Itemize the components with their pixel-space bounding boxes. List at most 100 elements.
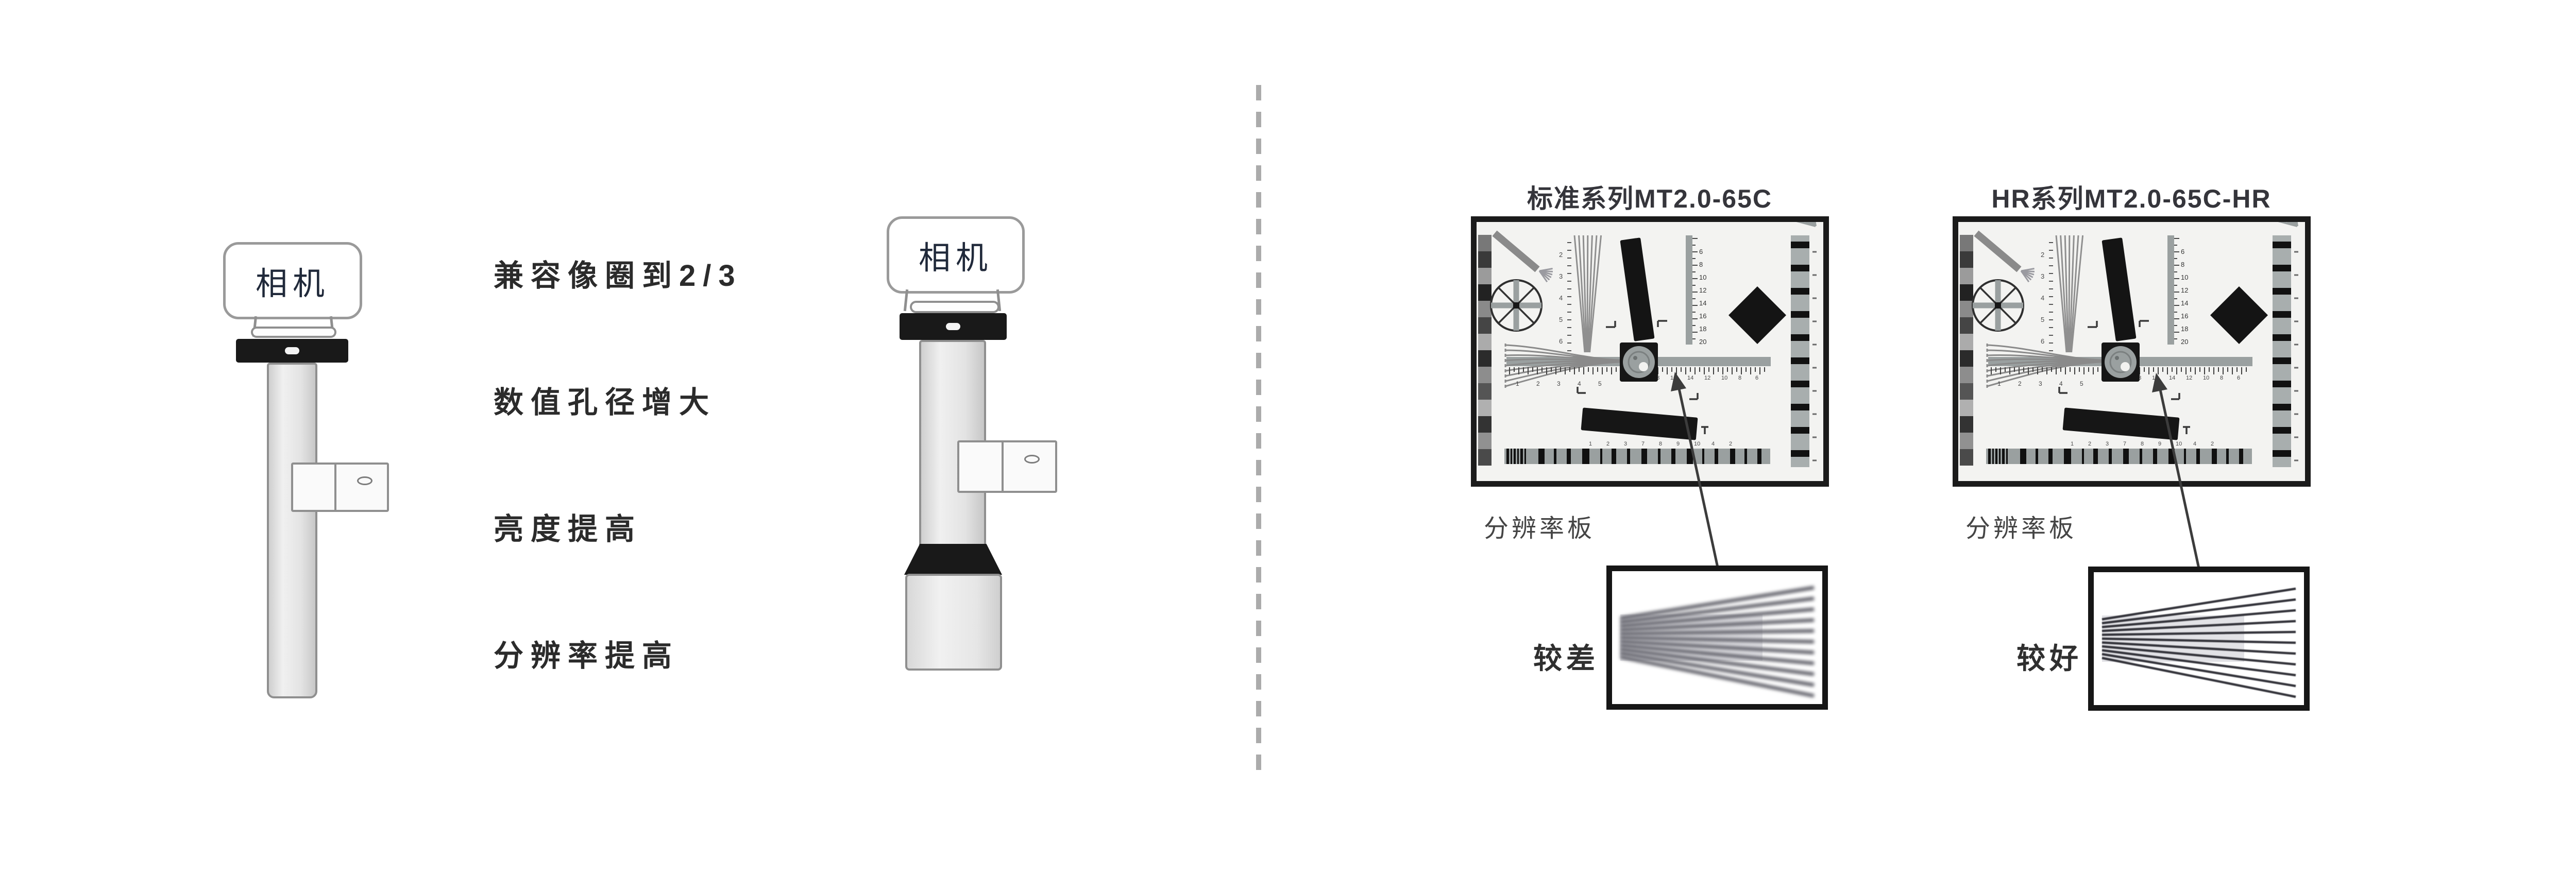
svg-text:3: 3 xyxy=(2106,441,2109,447)
test-chart-image: 2 3 4 5 6 xyxy=(1477,177,1823,481)
svg-text:3: 3 xyxy=(1559,272,1563,280)
svg-text:3: 3 xyxy=(2041,272,2044,280)
connector-arrow xyxy=(2152,373,2202,578)
inset-quality-label: 较差 xyxy=(1533,642,1599,675)
svg-text:6: 6 xyxy=(1559,337,1563,345)
diamond-icon xyxy=(1728,286,1786,344)
inset-zoom-box xyxy=(2088,567,2310,711)
svg-text:4: 4 xyxy=(2193,441,2196,447)
svg-text:2: 2 xyxy=(2041,251,2044,259)
svg-text:3: 3 xyxy=(1557,380,1561,387)
lens-tube xyxy=(267,363,317,698)
svg-text:20: 20 xyxy=(2181,338,2188,346)
siemens-wheel-icon xyxy=(1490,279,1543,332)
svg-text:8: 8 xyxy=(1659,441,1662,447)
svg-text:6: 6 xyxy=(2181,248,2184,255)
svg-text:6: 6 xyxy=(2237,375,2240,381)
camera-label-box: 相机 xyxy=(887,216,1025,294)
benefit-item: 亮度提高 xyxy=(494,512,642,546)
mount-dot-icon xyxy=(946,323,960,330)
svg-text:10: 10 xyxy=(2203,375,2209,381)
svg-text:6: 6 xyxy=(1755,375,1758,381)
chart-title: HR系列MT2.0-65C-HR xyxy=(1991,184,2272,213)
svg-text:5: 5 xyxy=(1559,316,1563,323)
svg-text:18: 18 xyxy=(1699,325,1706,333)
inset-fan-image xyxy=(2102,587,2296,698)
camera-label-box: 相机 xyxy=(223,242,362,319)
svg-text:4: 4 xyxy=(1559,294,1563,302)
diamond-icon xyxy=(2210,286,2268,344)
lens-top-barrel xyxy=(910,301,999,313)
svg-text:4: 4 xyxy=(1578,380,1581,387)
svg-text:12: 12 xyxy=(2181,286,2188,294)
svg-text:8: 8 xyxy=(2220,375,2223,381)
port-divider xyxy=(1001,442,1004,491)
svg-text:14: 14 xyxy=(2169,375,2175,381)
svg-text:8: 8 xyxy=(1738,375,1741,381)
svg-text:10: 10 xyxy=(1694,441,1700,447)
svg-text:8: 8 xyxy=(2181,261,2184,268)
inset-quality-label: 较好 xyxy=(2016,642,2082,675)
chart-title: 标准系列MT2.0-65C xyxy=(1527,184,1773,213)
svg-text:4: 4 xyxy=(2041,294,2044,302)
svg-text:8: 8 xyxy=(2141,441,2144,447)
board-label: 分辨率板 xyxy=(1484,515,1596,542)
inset-zoom-box xyxy=(1606,566,1828,710)
svg-text:5: 5 xyxy=(1598,380,1602,387)
mount-dot-icon xyxy=(285,347,299,354)
svg-text:9: 9 xyxy=(2158,441,2161,447)
svg-text:1: 1 xyxy=(1589,441,1592,447)
center-target-icon xyxy=(2102,342,2140,382)
connector-arrow xyxy=(1671,372,1721,577)
svg-text:16: 16 xyxy=(2181,312,2188,320)
svg-text:1: 1 xyxy=(2071,441,2074,447)
camera-mount-bar xyxy=(236,339,348,363)
coax-port-box xyxy=(291,462,389,512)
port-divider xyxy=(334,465,337,510)
svg-text:5: 5 xyxy=(2041,316,2044,323)
center-target-icon xyxy=(1620,342,1658,382)
svg-text:4: 4 xyxy=(2059,380,2063,387)
camera-label: 相机 xyxy=(918,241,993,276)
svg-text:8: 8 xyxy=(1699,261,1703,268)
eye-icon xyxy=(357,476,372,485)
svg-text:2: 2 xyxy=(2088,441,2091,447)
svg-text:3: 3 xyxy=(2039,380,2042,387)
svg-text:3: 3 xyxy=(1624,441,1627,447)
svg-text:2: 2 xyxy=(1729,441,1732,447)
svg-text:10: 10 xyxy=(1721,375,1727,381)
board-label: 分辨率板 xyxy=(1965,515,2077,542)
svg-text:9: 9 xyxy=(1676,441,1680,447)
svg-text:1: 1 xyxy=(1997,380,2001,387)
svg-text:16: 16 xyxy=(1699,312,1706,320)
benefit-item: 兼容像圈到2/3 xyxy=(494,259,742,293)
svg-text:1: 1 xyxy=(1516,380,1519,387)
svg-text:4: 4 xyxy=(1711,441,1715,447)
svg-text:2: 2 xyxy=(1606,441,1609,447)
lens-top-barrel xyxy=(251,327,336,338)
svg-text:2: 2 xyxy=(1559,251,1563,259)
resolution-chart-box: 2 3 4 5 6 xyxy=(1471,177,1829,487)
svg-text:2: 2 xyxy=(2211,441,2214,447)
svg-text:6: 6 xyxy=(2041,337,2044,345)
svg-text:14: 14 xyxy=(1699,299,1706,307)
eye-icon xyxy=(1024,455,1040,464)
test-chart-image: 2 3 4 5 6 xyxy=(1958,177,2305,481)
svg-text:10: 10 xyxy=(2176,441,2182,447)
svg-text:6: 6 xyxy=(1699,248,1703,255)
svg-text:10: 10 xyxy=(2181,273,2188,281)
svg-text:12: 12 xyxy=(1704,375,1710,381)
svg-text:14: 14 xyxy=(2181,299,2188,307)
objective-barrel xyxy=(905,574,1002,671)
svg-text:7: 7 xyxy=(1641,441,1645,447)
svg-text:2: 2 xyxy=(1536,380,1540,387)
svg-text:2: 2 xyxy=(2018,380,2022,387)
section-divider xyxy=(1256,85,1261,778)
resolution-chart-box: 2 3 4 5 6 xyxy=(1953,177,2311,487)
objective-transition xyxy=(904,544,1002,575)
svg-text:12: 12 xyxy=(2186,375,2192,381)
coax-port-box xyxy=(957,440,1057,493)
svg-text:12: 12 xyxy=(1699,286,1706,294)
benefit-item: 数值孔径增大 xyxy=(494,386,717,419)
